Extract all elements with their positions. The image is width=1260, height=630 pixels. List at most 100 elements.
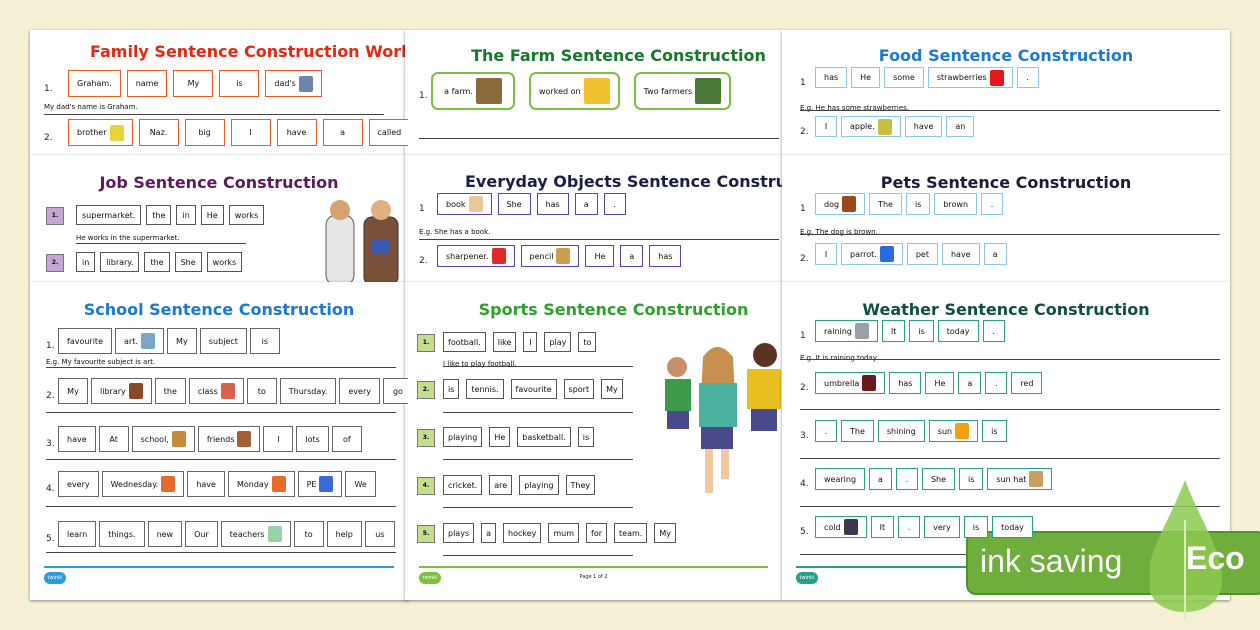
word-card[interactable]: sharpener. [437, 245, 515, 267]
word-card[interactable]: Naz. [138, 119, 179, 146]
word-card[interactable]: learn [58, 521, 97, 547]
word-card[interactable]: . [1016, 67, 1039, 88]
word-card[interactable]: hockey [503, 523, 542, 543]
word-card[interactable]: every [58, 471, 99, 497]
word-card[interactable]: Graham. [68, 70, 121, 97]
word-card[interactable]: help [326, 521, 362, 547]
word-card[interactable]: My [654, 523, 676, 543]
word-card[interactable]: My [173, 70, 214, 97]
word-card[interactable]: have [276, 119, 317, 146]
word-card[interactable]: is [249, 328, 280, 354]
word-card[interactable]: is [963, 516, 989, 538]
word-card[interactable]: . [603, 193, 626, 215]
word-card[interactable]: called [368, 119, 408, 146]
word-card[interactable]: a [322, 119, 363, 146]
word-card[interactable]: school, [131, 426, 195, 452]
word-card[interactable]: every [339, 378, 380, 404]
word-card[interactable]: parrot. [841, 243, 903, 265]
word-card[interactable]: to [293, 521, 324, 547]
word-card[interactable]: is [909, 320, 934, 342]
word-card[interactable]: is [443, 379, 460, 399]
word-card[interactable]: I [263, 426, 294, 452]
word-card[interactable]: supermarket. [76, 205, 142, 225]
word-card[interactable]: very [924, 516, 960, 538]
word-card[interactable]: We [345, 471, 376, 497]
word-card[interactable]: apple. [841, 116, 901, 137]
word-card[interactable]: She [497, 193, 531, 215]
word-card[interactable]: a [481, 523, 497, 543]
word-card[interactable]: friends [197, 426, 261, 452]
word-card[interactable]: has [815, 67, 848, 88]
word-card[interactable]: for [586, 523, 608, 543]
word-card[interactable]: has [889, 372, 922, 394]
word-card[interactable]: a [983, 243, 1007, 265]
word-card[interactable]: sport [563, 379, 595, 399]
word-card[interactable]: book [437, 193, 492, 215]
word-card[interactable]: go [382, 378, 408, 404]
word-card[interactable]: sun [928, 420, 979, 442]
word-card[interactable]: Thursday. [279, 378, 337, 404]
word-card[interactable]: pet [906, 243, 938, 265]
word-card[interactable]: brown [934, 193, 978, 215]
word-card[interactable]: . [895, 468, 918, 490]
word-card[interactable]: Monday [227, 471, 295, 497]
word-card[interactable]: My [166, 328, 197, 354]
word-card[interactable]: favourite [58, 328, 112, 354]
word-card[interactable]: She [174, 252, 202, 272]
word-card[interactable]: He [200, 205, 224, 225]
word-card[interactable]: sun hat [987, 468, 1053, 490]
word-card[interactable]: Wednesday. [101, 471, 185, 497]
word-card[interactable]: have [941, 243, 980, 265]
word-card[interactable]: It [881, 320, 906, 342]
word-card[interactable]: new [147, 521, 183, 547]
word-card[interactable]: brother [68, 119, 133, 146]
word-card[interactable]: an [946, 116, 975, 137]
word-card[interactable]: a [958, 372, 982, 394]
word-card[interactable]: is [982, 420, 1007, 442]
word-card[interactable]: . [815, 420, 837, 442]
word-card[interactable]: My [601, 379, 623, 399]
word-card[interactable]: to [246, 378, 277, 404]
word-card[interactable]: At [98, 426, 129, 452]
word-card[interactable]: to [578, 332, 597, 352]
word-card[interactable]: art. [115, 328, 164, 354]
word-card[interactable]: . [898, 516, 921, 538]
word-card[interactable]: is [959, 468, 984, 490]
word-card[interactable]: the [144, 252, 170, 272]
word-card[interactable]: football. [443, 332, 486, 352]
word-card[interactable]: a [869, 468, 892, 490]
word-card[interactable]: PE [297, 471, 343, 497]
word-card[interactable]: in [76, 252, 96, 272]
word-card[interactable]: It [870, 516, 895, 538]
word-card[interactable]: team. [614, 523, 648, 543]
word-card[interactable]: playing [443, 427, 483, 447]
word-card[interactable]: are [489, 475, 513, 495]
word-card[interactable]: lots [296, 426, 329, 452]
word-card[interactable]: worked on [529, 72, 620, 110]
word-card[interactable]: dog [815, 193, 866, 215]
word-card[interactable]: basketball. [517, 427, 571, 447]
word-card[interactable]: is [905, 193, 931, 215]
word-card[interactable]: He [925, 372, 955, 394]
word-card[interactable]: have [187, 471, 225, 497]
word-card[interactable]: I [230, 119, 271, 146]
word-card[interactable]: works [206, 252, 243, 272]
word-card[interactable]: today [937, 320, 979, 342]
word-card[interactable]: library [91, 378, 152, 404]
word-card[interactable]: is [577, 427, 595, 447]
word-card[interactable]: things. [99, 521, 145, 547]
word-card[interactable]: red [1011, 372, 1043, 394]
word-card[interactable]: The [869, 193, 902, 215]
word-card[interactable]: He [585, 245, 615, 267]
word-card[interactable]: big [184, 119, 225, 146]
word-card[interactable]: He [489, 427, 511, 447]
word-card[interactable]: I [523, 332, 538, 352]
word-card[interactable]: library. [100, 252, 140, 272]
word-card[interactable]: . [982, 320, 1005, 342]
word-card[interactable]: favourite [510, 379, 557, 399]
word-card[interactable]: . [985, 372, 1008, 394]
word-card[interactable]: strawberries [927, 67, 1013, 88]
